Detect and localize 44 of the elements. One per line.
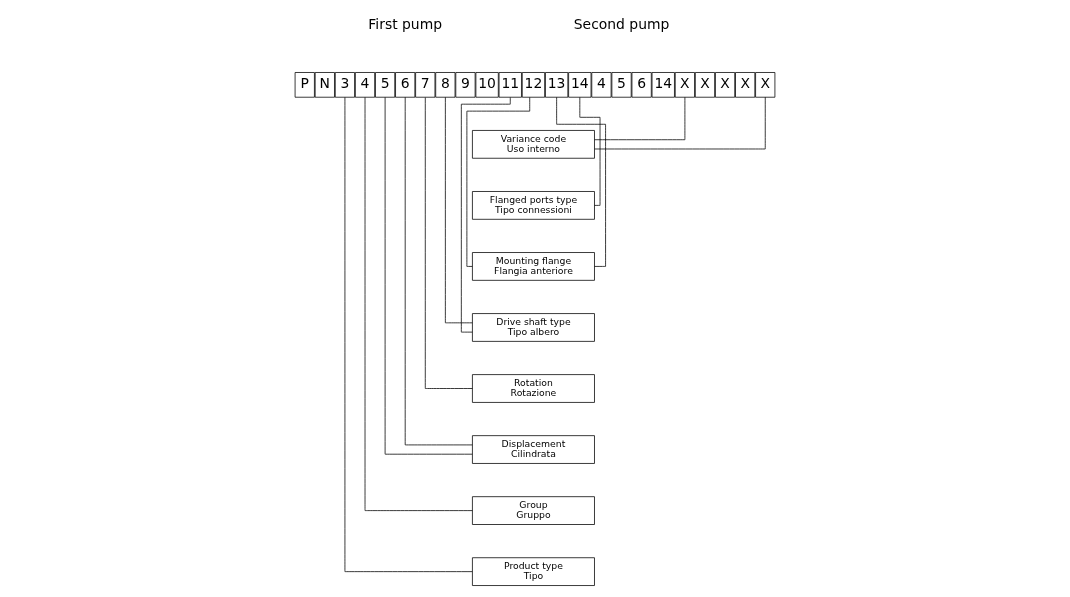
node-box: Displacement Cilindrata — [472, 435, 595, 464]
node-box: 5 — [611, 72, 632, 98]
node-box: 5 — [375, 72, 396, 98]
node-box: 9 — [455, 72, 476, 98]
node-box: Rotation Rotazione — [472, 374, 595, 403]
node-box: 6 — [631, 72, 652, 98]
node-box: Drive shaft type Tipo albero — [472, 313, 595, 342]
node-box: N — [314, 72, 335, 98]
connector — [404, 96, 473, 446]
connector — [594, 96, 766, 150]
node-box: 4 — [354, 72, 376, 98]
connector — [344, 97, 473, 572]
connector — [579, 96, 601, 206]
node-box: 3 — [334, 72, 355, 98]
connector — [445, 96, 473, 324]
node-box: X — [674, 72, 695, 98]
connector — [364, 97, 473, 511]
connector — [466, 97, 531, 267]
connector — [460, 97, 511, 333]
node-box: 11 — [498, 72, 522, 98]
node-box: 12 — [521, 72, 546, 98]
label: Second pump — [573, 15, 670, 32]
node-box: Product type Tipo — [472, 557, 595, 586]
node-box: Flanged ports type Tipo connessioni — [472, 191, 595, 220]
node-box: 4 — [591, 72, 612, 98]
node-box: Variance code Uso interno — [472, 130, 595, 159]
node-box: 6 — [395, 72, 416, 98]
node-box: X — [694, 72, 716, 98]
node-box: Group Gruppo — [472, 496, 595, 525]
node-box: P — [294, 72, 315, 98]
node-box: 8 — [435, 72, 456, 98]
node-box: X — [755, 72, 776, 98]
node-box: X — [735, 72, 756, 98]
node-box: 13 — [545, 72, 569, 98]
node-box: X — [715, 72, 736, 98]
node-box: Mounting flange Flangia anteriore — [472, 252, 595, 281]
connector — [424, 97, 473, 389]
node-box: 14 — [568, 72, 592, 98]
node-box: 14 — [651, 72, 675, 98]
node-box: 10 — [475, 72, 499, 98]
node-box: 7 — [415, 72, 436, 98]
label: First pump — [368, 15, 443, 32]
connector — [384, 96, 473, 455]
connector — [594, 96, 686, 141]
